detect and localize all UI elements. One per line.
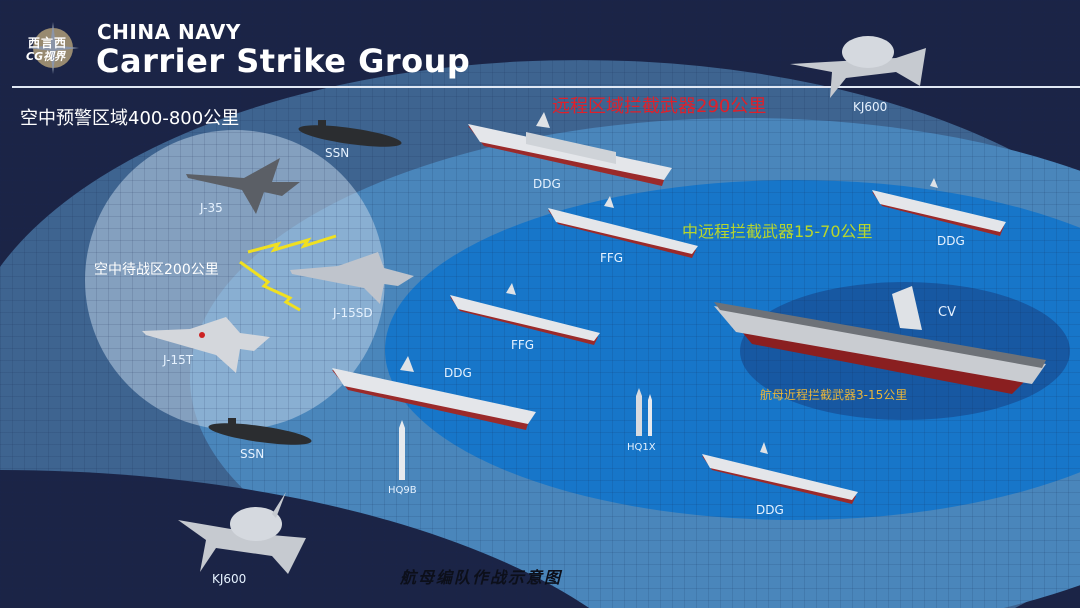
ffg-ship-top-icon [548,196,698,258]
diagram-caption: 航母编队作战示意图 [400,568,563,587]
j15sd-label: J-15SD [333,306,373,320]
ddg-ship-top-icon [468,112,672,186]
ssn-submarine-bottom-icon [208,418,312,445]
ddg-ship-bottom-icon [702,442,858,504]
cap-zone-label: 空中待战区200公里 [94,262,219,278]
header-subtitle: CHINA NAVY [97,20,241,44]
kj600-aew-bottom-icon [178,492,306,574]
ffg-ship-mid-icon [450,283,600,345]
hq9b-label: HQ9B [388,485,417,496]
kj600-label-top: KJ600 [853,100,888,114]
cv-label: CV [938,305,956,320]
ffg-label-mid: FFG [511,338,535,352]
title-divider [12,86,1080,88]
page-title: Carrier Strike Group [96,42,471,80]
ddg-label-left: DDG [444,366,472,380]
ddg-label-top: DDG [533,177,561,191]
hq1x-label: HQ1X [627,442,656,453]
j15t-label: J-15T [163,353,194,367]
j15sd-jet-icon [290,252,414,304]
j15t-jet-icon [142,317,270,373]
logo-text-top: 西言西 [28,36,68,50]
ssn-label-bottom: SSN [240,447,265,461]
hq1x-missile-icon [636,388,652,436]
j35-label: J-35 [200,201,223,215]
compass-logo-icon [27,22,79,74]
long-range-label: 远程区域拦截武器290公里 [552,96,767,117]
datalink-lightning-icon [239,234,337,312]
hq9b-missile-icon [399,420,405,480]
ffg-label-top: FFG [600,251,624,265]
ddg-label-right: DDG [937,234,965,248]
j35-jet-icon [186,158,300,214]
logo: 西言西 CG视界 [22,20,84,76]
ddg-ship-left-icon [332,356,536,430]
logo-text-bottom: CG视界 [26,50,66,63]
ssn-label-top: SSN [325,146,350,160]
ssn-submarine-top-icon [298,120,402,147]
kj600-label-bottom: KJ600 [212,572,247,586]
aircraft-carrier-icon [714,286,1046,394]
kj600-aew-top-icon [790,36,926,98]
ddg-label-bottom: DDG [756,503,784,517]
ddg-ship-right-icon [872,178,1006,236]
early-warning-label: 空中预警区域400-800公里 [20,108,240,129]
carrier-close-in-label: 航母近程拦截武器3-15公里 [760,388,908,402]
mid-range-label: 中远程拦截武器15-70公里 [682,222,873,241]
